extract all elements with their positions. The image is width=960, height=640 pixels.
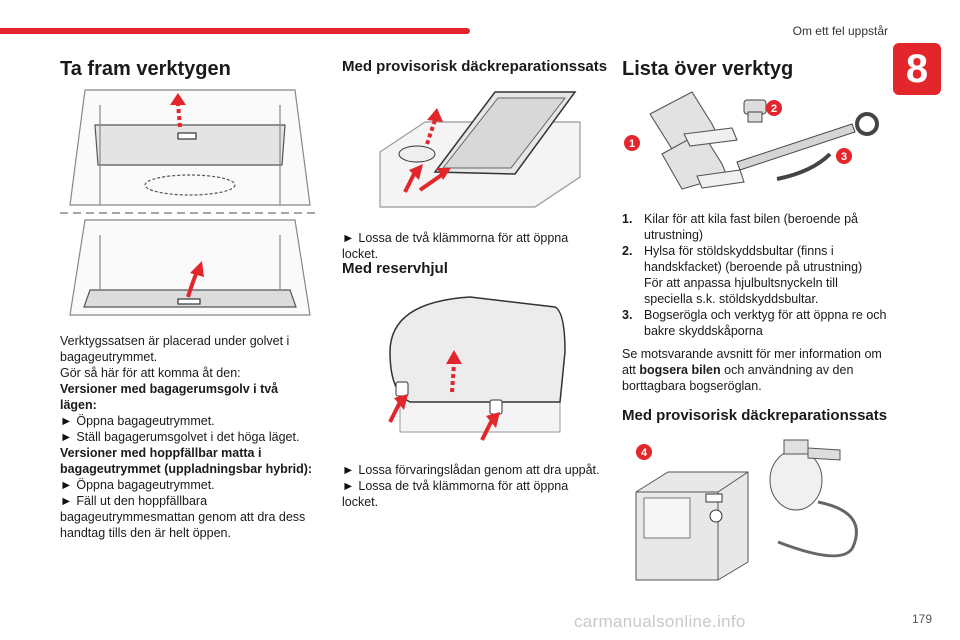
- triangle-arrow-icon: ►: [342, 479, 355, 493]
- callout-badge-3: [836, 148, 852, 164]
- spare-wheel-steps: ►Lossa förvaringslådan genom att dra upp…: [342, 463, 600, 509]
- step-item: ►Ställ bagagerumsgolvet i det höga läget…: [60, 430, 300, 444]
- step-item: ►Öppna bagageutrymmet.: [60, 414, 215, 428]
- chapter-number-badge: 8: [893, 43, 941, 95]
- chapter-title: Om ett fel uppstår: [792, 24, 888, 38]
- towing-note: Se motsvarande avsnitt för mer informati…: [622, 347, 882, 393]
- svg-text:3: 3: [841, 151, 847, 163]
- intro-text-2: Gör så här för att komma åt den:: [60, 366, 241, 380]
- triangle-arrow-icon: ►: [60, 430, 73, 444]
- triangle-arrow-icon: ►: [60, 494, 73, 508]
- list-item: 2.Hylsa för stöldskyddsbultar (finns i h…: [622, 244, 863, 306]
- triangle-arrow-icon: ►: [342, 463, 355, 477]
- compressor-illustration: 4: [635, 439, 858, 581]
- triangle-arrow-icon: ►: [342, 231, 355, 245]
- col1-body: Verktygssatsen är placerad under golvet …: [60, 333, 318, 541]
- section-title-spare-wheel: Med reservhjul: [342, 260, 448, 277]
- tools-illustration: 1 2 3: [624, 91, 879, 190]
- svg-text:4: 4: [641, 447, 648, 459]
- section-title-ta-fram-verktygen: Ta fram verktygen: [60, 58, 231, 80]
- section-title-repair-kit-tools: Med provisorisk däckreparationssats: [622, 407, 888, 424]
- repair-kit-box-illustration: [379, 91, 581, 208]
- svg-text:1: 1: [629, 138, 635, 150]
- spare-wheel-box-illustration: [388, 296, 566, 441]
- trunk-illustration: [60, 89, 320, 316]
- repair-kit-step: ►Lossa de två klämmorna för att öppna lo…: [342, 231, 569, 261]
- header-accent-bar: [0, 28, 470, 34]
- triangle-arrow-icon: ►: [60, 478, 73, 492]
- page-number: 179: [911, 612, 932, 626]
- step-item: ►Fäll ut den hoppfällbara bagageutrymmes…: [60, 494, 306, 540]
- callout-badge-1: [624, 135, 640, 151]
- list-item: 3.Bogserögla och verktyg för att öppna r…: [622, 308, 887, 338]
- svg-text:2: 2: [771, 103, 777, 115]
- tool-list: 1.Kilar för att kila fast bilen (beroend…: [622, 211, 887, 339]
- subheading-foldable-mat: Versioner med hoppfällbar matta i bagage…: [60, 446, 313, 476]
- section-title-repair-kit: Med provisorisk däckreparationssats: [342, 58, 608, 75]
- watermark: carmanualsonline.info: [574, 612, 746, 631]
- section-title-tool-list: Lista över verktyg: [622, 58, 794, 80]
- subheading-two-position-floor: Versioner med bagagerumsgolv i två lägen…: [60, 382, 279, 412]
- callout-badge-2: [766, 100, 782, 116]
- triangle-arrow-icon: ►: [60, 414, 73, 428]
- list-item: 1.Kilar för att kila fast bilen (beroend…: [622, 212, 859, 242]
- intro-text: Verktygssatsen är placerad under golvet …: [60, 334, 290, 364]
- callout-badge-4: [636, 444, 652, 460]
- step-item: ►Öppna bagageutrymmet.: [60, 478, 215, 492]
